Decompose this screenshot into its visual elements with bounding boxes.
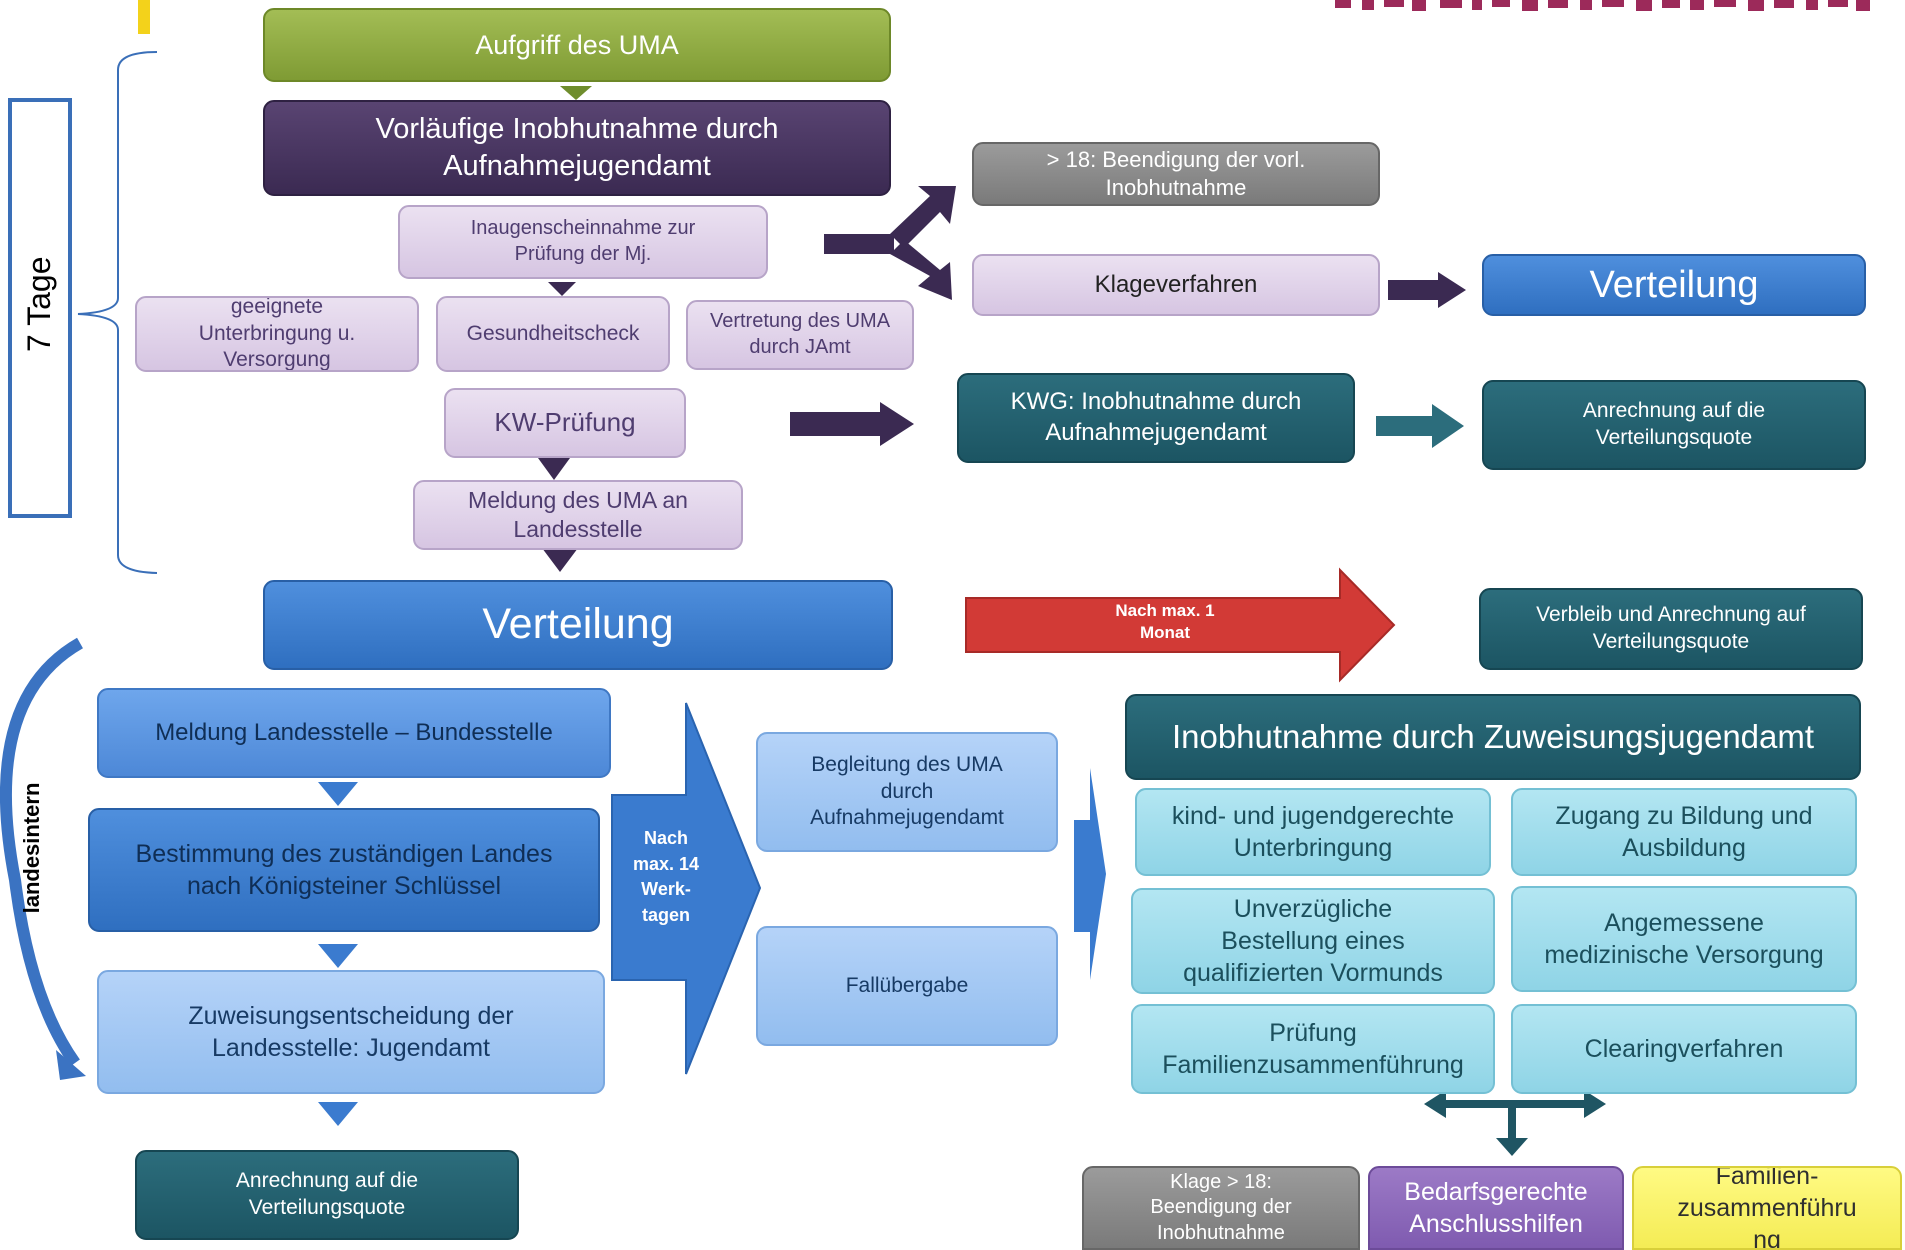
familie-box: Familien-zusammenführung (1632, 1166, 1902, 1250)
begleitung-box: Begleitung des UMA durch Aufnahmejugenda… (756, 732, 1058, 852)
arrow-klage-verteilung (1388, 272, 1466, 308)
bildung-box: Zugang zu Bildung und Ausbildung (1511, 788, 1857, 876)
small-blue-arrow (1074, 768, 1106, 980)
medizin-box: Angemessene medizinische Versorgung (1511, 886, 1857, 992)
vormund-box: Unverzügliche Bestellung eines qualifizi… (1131, 888, 1495, 994)
inaugenschein-box: Inaugenscheinnahme zur Prüfung der Mj. (398, 205, 768, 279)
zuweisungsentscheidung-box: Zuweisungsentscheidung der Landesstelle:… (97, 970, 605, 1094)
red-arrow (965, 567, 1396, 683)
nach-14-label: Nach max. 14 Werk-tagen (632, 828, 700, 925)
meldung-landesstelle-box: Meldung des UMA an Landesstelle (413, 480, 743, 550)
klage18-box: Klage > 18: Beendigung der Inobhutnahme (1082, 1166, 1360, 1250)
kw-pruefung-box: KW-Prüfung (444, 388, 686, 458)
anrechnung-bottom-box: Anrechnung auf die Verteilungsquote (135, 1150, 519, 1240)
landesintern-label: landesintern (19, 782, 44, 914)
clearing-box: Clearingverfahren (1511, 1004, 1857, 1094)
kindgerecht-box: kind- und jugendgerechte Unterbringung (1135, 788, 1491, 876)
aufgriff-box: Aufgriff des UMA (263, 8, 891, 82)
down-arrow-6 (318, 944, 358, 968)
split-arrow (824, 186, 956, 300)
down-arrow-1 (560, 86, 592, 100)
familienpruefung-box: Prüfung Familienzusammenführung (1131, 1004, 1495, 1094)
anrechnung-top-box: Anrechnung auf die Verteilungsquote (1482, 380, 1866, 470)
down-arrow-7 (318, 1102, 358, 1126)
beendigung-box: > 18: Beendigung der vorl. Inobhutnahme (972, 142, 1380, 206)
verbleib-box: Verbleib und Anrechnung auf Verteilungsq… (1479, 588, 1863, 670)
verteilung-main-box: Verteilung (263, 580, 893, 670)
down-arrow-2 (548, 282, 576, 296)
unterbringung-box: geeignete Unterbringung u. Versorgung (135, 296, 419, 372)
anschluss-box: Bedarfsgerechte Anschlusshilfen (1368, 1166, 1624, 1250)
big-blue-arrow (611, 702, 762, 1075)
t-connector (1424, 1090, 1606, 1156)
nach-monat-label: Nach max. 1 Monat (1115, 601, 1215, 643)
landesintern-arrowhead (56, 1050, 86, 1080)
landesintern-curve (0, 637, 84, 1067)
logo-fragment (1335, 0, 1870, 11)
seven-days-frame (8, 98, 72, 518)
arrow-kw-kwg (790, 402, 914, 446)
vertretung-box: Vertretung des UMA durch JAmt (686, 300, 914, 370)
arrow-kwg-anrechnung (1376, 404, 1464, 448)
gesundheit-box: Gesundheitscheck (436, 296, 670, 372)
verteilung-top-box: Verteilung (1482, 254, 1866, 316)
zuweisungsjugendamt-box: Inobhutnahme durch Zuweisungsjugendamt (1125, 694, 1861, 780)
meldung-bund-box: Meldung Landesstelle – Bundesstelle (97, 688, 611, 778)
vorlaeufige-box: Vorläufige Inobhutnahme durch Aufnahmeju… (263, 100, 891, 196)
kwg-box: KWG: Inobhutnahme durch Aufnahmejugendam… (957, 373, 1355, 463)
down-arrow-4 (542, 548, 578, 572)
bestimmung-box: Bestimmung des zuständigen Landes nach K… (88, 808, 600, 932)
seven-days-bracket (77, 51, 158, 574)
klageverfahren-box: Klageverfahren (972, 254, 1380, 316)
down-arrow-3 (538, 458, 570, 480)
down-arrow-5 (318, 782, 358, 806)
seven-days-label: 7 Tage (21, 256, 57, 353)
falluebergabe-box: Fallübergabe (756, 926, 1058, 1046)
yellow-mark (138, 0, 150, 34)
